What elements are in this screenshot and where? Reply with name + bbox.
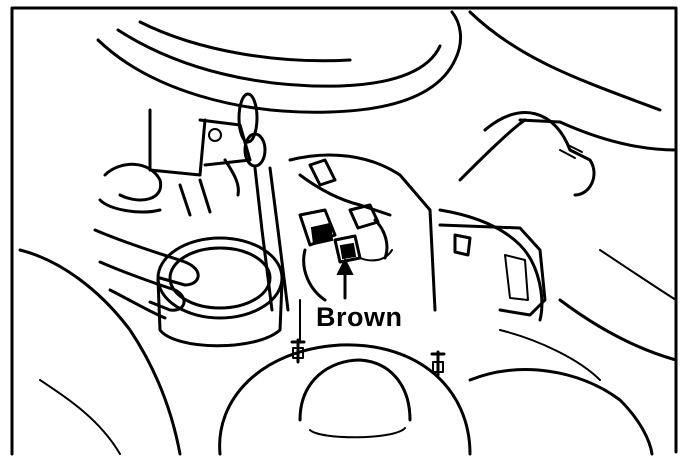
fender-curve [558, 298, 678, 362]
bracket-plate [198, 118, 252, 167]
duct-right [518, 118, 678, 152]
timing-cover-lip [309, 427, 406, 439]
timing-cover-inner [298, 358, 412, 422]
duct-lower [438, 208, 544, 322]
vacuum-hose [253, 166, 274, 312]
duct-elbow [483, 111, 596, 197]
duct-top-edge [468, 10, 662, 112]
timing-cover-outer [218, 343, 472, 456]
throttle-plate [504, 254, 529, 301]
throttle-tab [453, 233, 472, 257]
callout-arrowhead [336, 257, 354, 275]
connector-block [298, 208, 337, 247]
bolt-icon [208, 128, 222, 142]
air-cleaner-rim [116, 28, 442, 88]
hose-clamp-ring [243, 132, 267, 168]
hand-finger-lower [98, 260, 186, 312]
vacuum-hose-edge [268, 166, 290, 312]
air-cleaner-outline [96, 10, 463, 114]
hand-palm [108, 288, 167, 320]
stud-nut-right [432, 361, 444, 373]
hose-clamp [237, 92, 259, 144]
connector-shade [310, 222, 334, 246]
fender-inner [599, 249, 677, 301]
bracket-left [148, 108, 207, 177]
left-hose-bend [103, 162, 163, 202]
air-cleaner-inner-rim [138, 20, 352, 63]
harness-right [373, 218, 389, 260]
left-pipe [178, 178, 212, 217]
filler-cap-inner [168, 246, 272, 310]
manifold-outline [288, 153, 437, 312]
brown-connector-label: Brown [316, 302, 403, 332]
harness-wire [359, 249, 393, 262]
border-line [10, 6, 678, 456]
left-hose-lower [98, 198, 162, 214]
harness-connector-top [308, 158, 337, 187]
block-left-edge [18, 248, 182, 456]
duct-upper [458, 118, 527, 182]
block-lower-line [39, 379, 121, 455]
small-hose [223, 158, 240, 197]
throttle-body [438, 223, 547, 317]
filler-neck [156, 278, 284, 348]
harness-lower-loop [302, 248, 327, 302]
brown-connector-fill [339, 242, 357, 260]
hand-finger-upper [93, 228, 200, 287]
duct-clamp [559, 144, 583, 159]
filler-cap-outer [156, 236, 284, 320]
lower-right-housing [468, 368, 654, 456]
harness-upper [298, 173, 392, 217]
lower-right-line [499, 329, 601, 381]
